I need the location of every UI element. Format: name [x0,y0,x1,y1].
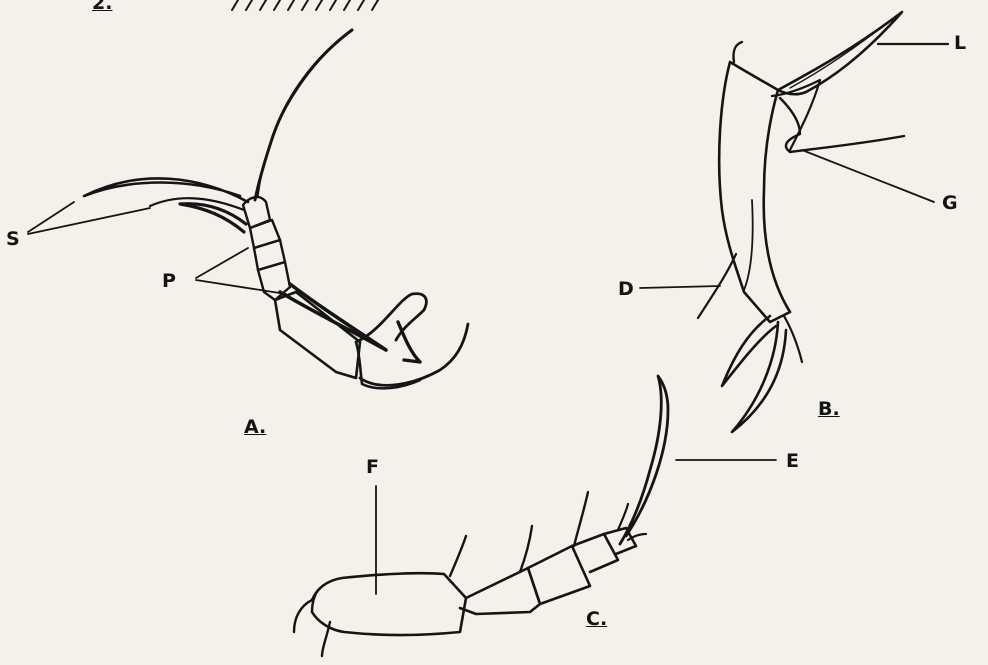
label-e: E [786,452,799,471]
figure-b-claw-1 [722,316,776,386]
figure-c-spine-4 [618,504,628,530]
label-l: L [954,34,966,53]
figure-c-segment-4 [572,534,618,572]
label-f: F [366,458,379,477]
figure-a-seta-4 [280,284,386,350]
figure-b-long-spine [778,12,902,94]
label-s-setae: S [6,230,20,249]
g-leader [802,150,934,202]
figure-c-basal-segment [312,573,466,635]
d-leader [640,286,720,288]
s-leader-upper [28,202,74,232]
figure-b-fork [780,98,904,152]
p-leader-lower [196,280,286,294]
label-d: D [618,280,634,299]
figure-b-inner-ridge [744,200,753,290]
label-g: G [942,194,958,213]
caption-figure-c: C. [586,610,607,629]
figure-c-segment-3 [528,546,590,604]
figure-c-spine-2 [520,526,532,572]
figure-a-flagellum [255,30,352,200]
figure-c-leg [294,376,776,656]
figure-c-spine-1 [450,536,466,576]
caption-figure-b: B. [818,400,840,419]
p-leader-upper [196,248,248,278]
figure-b-body [719,62,790,322]
figure-c-terminal-claw [620,376,668,544]
figure-b-top-knob [733,42,742,62]
figure-a-appendage [28,30,468,388]
corner-mark: 2. [92,0,112,13]
figure-b-claw-3 [784,316,802,362]
figure-b-segment [640,12,948,432]
figure-c-segment-2 [460,568,540,614]
label-p-peduncle: P [162,272,176,291]
figure-c-spine-3 [574,492,588,546]
top-hatch-marks [232,0,378,10]
figure-a-inner-spine [398,322,420,362]
caption-figure-a: A. [244,418,266,437]
figure-c-basal-knob [294,590,330,656]
figure-a-flagellum-inner [258,38,342,196]
figure-b-claw-2 [732,322,786,432]
figure-a-seta-1 [84,178,248,202]
